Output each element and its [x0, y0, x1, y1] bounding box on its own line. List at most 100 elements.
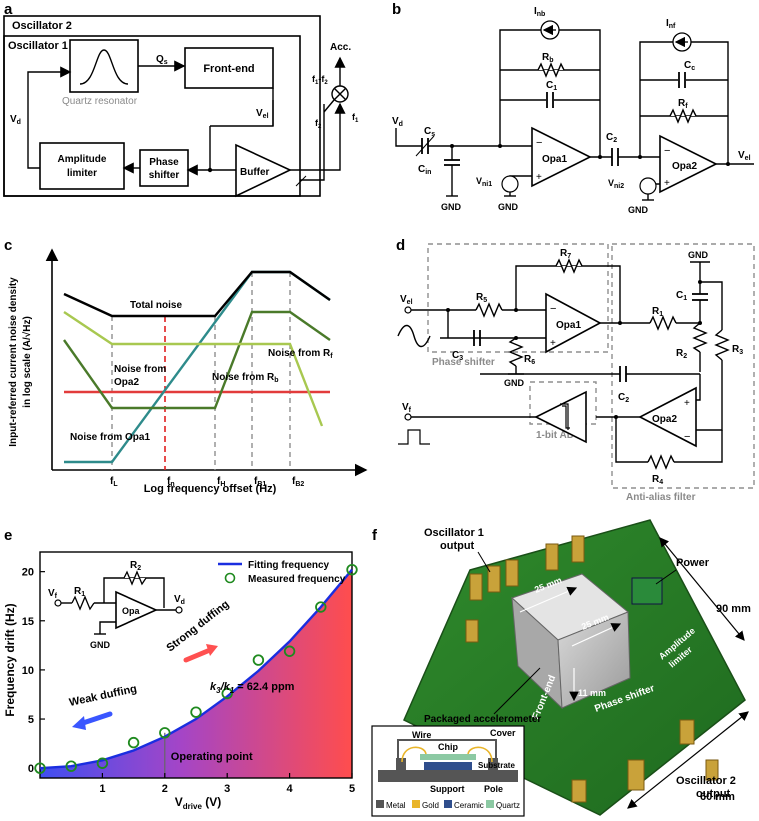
- panel-b: b Vd Cs Cin GND Opa1 − + Inb Rb C1: [392, 1, 754, 215]
- phase-shifter-label: Phase shifter: [432, 357, 495, 368]
- measured-point: [96, 757, 109, 769]
- panel-b-label: b: [392, 1, 401, 18]
- qs-label: Qs: [156, 54, 168, 66]
- x-tick-label: 2: [162, 783, 168, 795]
- weak-duffing-arrowhead: [72, 716, 86, 730]
- k3-k1-label: k3/k1 = 62.4 ppm: [210, 681, 295, 695]
- inset-substrate: Substrate: [478, 761, 515, 770]
- osc1-output-label-1: Oscillator 1: [424, 527, 484, 539]
- vel-label: Vel: [256, 108, 269, 120]
- d-opa2-amplifier: [638, 386, 697, 448]
- power-terminal: [631, 577, 663, 605]
- inset-opa-label: Opa: [122, 606, 140, 616]
- inf-label: Inf: [666, 18, 676, 30]
- d-c2-label: C2: [618, 392, 629, 404]
- panel-f-label: f: [372, 527, 378, 544]
- measured-point: [159, 727, 171, 739]
- svg-text:−: −: [536, 137, 542, 149]
- support-layer: [424, 762, 472, 770]
- f1-f2-label: f1-f2: [312, 74, 328, 86]
- legend-quartz: Quartz: [496, 801, 520, 810]
- amplitude-label: Amplitude: [58, 154, 107, 165]
- e-xlabel: Vdrive (V): [175, 795, 221, 811]
- measured-point: [315, 601, 327, 613]
- c-ylabel-2: in log scale (A/√Hz): [22, 316, 33, 408]
- d-opa1-amplifier: [545, 292, 602, 354]
- measured-point: [65, 760, 77, 772]
- oscillator-1-label: Oscillator 1: [8, 40, 68, 52]
- b-gnd2-label: GND: [498, 202, 519, 212]
- inset-gnd: GND: [90, 640, 111, 650]
- r6-label: R6: [524, 354, 535, 366]
- rb-noise-label: Noise from Rb: [212, 372, 279, 384]
- opa2-noise-line: [63, 310, 331, 410]
- inset-wire: Wire: [412, 730, 431, 740]
- rf-noise-label: Noise from Rf: [268, 348, 333, 360]
- measured-point: [221, 687, 233, 700]
- panel-c-label: c: [4, 237, 12, 254]
- f1-label: f1: [352, 112, 359, 124]
- r2-label: R2: [676, 348, 687, 360]
- fill-area: [40, 569, 352, 778]
- oscillator-2-label: Oscillator 2: [12, 20, 72, 32]
- front-end-label: Front-end: [203, 63, 254, 75]
- sine-input-icon: [397, 324, 431, 348]
- measured-point: [252, 654, 265, 666]
- panel-a: a Oscillator 2 Oscillator 1 Quartz reson…: [3, 1, 359, 198]
- vd-label: Vd: [10, 114, 21, 126]
- b-c2-label: C2: [606, 132, 617, 144]
- svg-text:+: +: [550, 338, 556, 349]
- packaged-accel-label: Packaged accelerometer: [424, 714, 541, 725]
- acc-label: Acc.: [330, 42, 351, 53]
- d-c1-label: C1: [676, 290, 687, 302]
- d-r1-label: R1: [652, 306, 663, 318]
- r5-label: R5: [476, 292, 487, 304]
- package-side: [557, 611, 631, 709]
- inset-cover: Cover: [490, 728, 516, 738]
- strong-duffing-arrow: [183, 647, 213, 663]
- r7-label: R7: [560, 248, 571, 260]
- y-tick-label: 5: [28, 714, 34, 726]
- cin-label: Cin: [418, 164, 431, 176]
- panel-f: f 25 mm 25 mm 11 mm 90 mm 60 mm Phase sh…: [371, 519, 751, 817]
- measured-point: [34, 762, 46, 774]
- buffer-label: Buffer: [240, 167, 270, 178]
- f2-label: f2: [315, 118, 322, 130]
- d-vel-label: Vel: [400, 294, 413, 306]
- svg-text:+: +: [684, 398, 690, 409]
- measured-point: [190, 706, 202, 718]
- inset-support: Support: [430, 784, 465, 794]
- square-wave-icon: [398, 429, 430, 445]
- resonance-curve-icon: [79, 49, 129, 85]
- panel-d-label: d: [396, 237, 405, 254]
- oscillator-1-box: [3, 35, 301, 197]
- r3-label: R3: [732, 344, 743, 356]
- opa2-amplifier: [659, 134, 718, 194]
- legend-metal: Metal: [386, 801, 406, 810]
- panel-e-label: e: [4, 527, 12, 544]
- legend-meas-swatch: [224, 572, 236, 584]
- d-opa2-label: Opa2: [652, 414, 677, 425]
- tick-fh: fH: [217, 476, 225, 488]
- b-c1-label: C1: [546, 80, 557, 92]
- c-tick-labels: fL fn fH fB1 fB2: [110, 476, 304, 488]
- measured-point: [283, 645, 296, 657]
- weak-duffing-label: Weak duffing: [68, 683, 138, 709]
- c3-label: C3: [452, 350, 463, 362]
- vni1-label: Vni1: [476, 176, 492, 188]
- d-gnd2-label: GND: [688, 250, 709, 260]
- opa1-label: Opa1: [542, 154, 567, 165]
- svg-text:−: −: [684, 431, 690, 443]
- d-opa1-label: Opa1: [556, 320, 581, 331]
- y-tick-label: 10: [22, 665, 34, 677]
- legend-gold: Gold: [422, 801, 439, 810]
- inset-vd: Vd: [174, 594, 185, 606]
- tick-fb1: fB1: [254, 476, 266, 488]
- limiter-label: limiter: [67, 168, 97, 179]
- legend-fit-label: Fitting frequency: [248, 560, 330, 571]
- chip-layer: [420, 754, 476, 760]
- d-vf-label: Vf: [402, 402, 412, 414]
- b-rf-label: Rf: [678, 98, 688, 110]
- b-gnd3-label: GND: [628, 205, 649, 215]
- opa2-noise-label-2: Opa2: [114, 377, 139, 388]
